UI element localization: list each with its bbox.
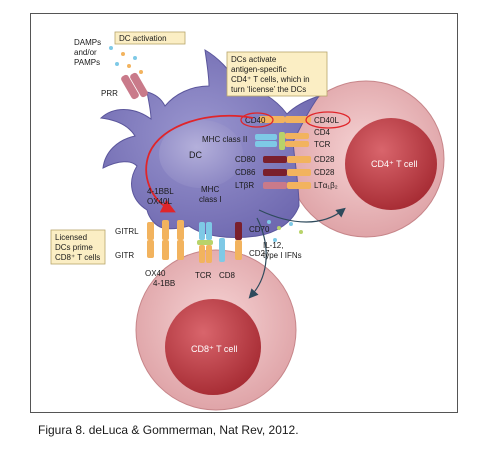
- figure-frame: DC DC activation DAMPs and/or PAMPs: [30, 13, 458, 413]
- cd4-t-cell-nucleus: [345, 118, 437, 210]
- pamps-label: PAMPs: [74, 58, 100, 67]
- label-cd8: CD8: [219, 271, 236, 280]
- label-cd28-a: CD28: [314, 155, 335, 164]
- cd8-t-cell-label: CD8⁺ T cell: [191, 344, 237, 354]
- label-cd70: CD70: [249, 225, 270, 234]
- label-cd80: CD80: [235, 155, 256, 164]
- dc-nucleus: [159, 120, 243, 188]
- label-ox40l: OX40L: [147, 197, 172, 206]
- cd8-t-cell-nucleus: [165, 299, 261, 395]
- cd4-callout-line-3: CD4⁺ T cells, which in: [231, 75, 310, 84]
- damp-dots: [109, 46, 143, 74]
- dc-activation-label: DC activation: [119, 34, 167, 43]
- licensed-dc-callout: [50, 229, 106, 265]
- cd4-callout-line-4: turn ‘license’ the DCs: [231, 85, 306, 94]
- label-gitrl: GITRL: [115, 227, 139, 236]
- cytokine-dots: [267, 220, 303, 242]
- label-cd40: CD40: [245, 116, 266, 125]
- cytokine-arrow-to-cd4: [258, 207, 346, 223]
- dendritic-cell: DC: [99, 49, 321, 239]
- label-cd4: CD4: [314, 128, 331, 137]
- cd40l-highlight: [305, 111, 351, 129]
- immune-synapse-diagram: DC DC activation DAMPs and/or PAMPs: [50, 31, 445, 411]
- label-ox40: OX40: [145, 269, 166, 278]
- licensing-arrow: [145, 114, 254, 213]
- licensed-line-3: CD8⁺ T cells: [55, 253, 100, 262]
- dc-cd8-synapse: [147, 220, 242, 263]
- licensed-line-1: Licensed: [55, 233, 87, 242]
- label-ltbr: LTβR: [235, 181, 254, 190]
- label-tcr-cd8: TCR: [195, 271, 212, 280]
- label-mhc: MHC: [201, 185, 219, 194]
- dc-activation-box: [114, 31, 186, 45]
- cytokine-label-2: type I IFNs: [263, 251, 302, 260]
- cd4-license-callout: [226, 51, 328, 97]
- label-cd28-b: CD28: [314, 168, 335, 177]
- prr-receptor: [121, 72, 148, 100]
- damps-and-or-label: and/or: [74, 48, 97, 57]
- label-cd27: CD27: [249, 249, 270, 258]
- label-cd86: CD86: [235, 168, 256, 177]
- label-mhc-class-ii: MHC class II: [202, 135, 247, 144]
- cytokine-label-1: IL-12,: [263, 241, 283, 250]
- cd40-highlight: [240, 112, 274, 128]
- dc-label: DC: [189, 150, 202, 160]
- label-tcr-cd4: TCR: [314, 140, 331, 149]
- label-lta1b2: LTα₁β₂: [314, 181, 338, 190]
- label-class-i: class I: [199, 195, 222, 204]
- label-4-1bb: 4-1BB: [153, 279, 175, 288]
- cytokine-arrow-to-cd8: [248, 217, 267, 299]
- figure-caption: Figura 8. deLuca & Gommerman, Nat Rev, 2…: [38, 423, 299, 437]
- dc-cd4-synapse: [255, 116, 311, 189]
- cd4-t-cell-label: CD4⁺ T cell: [371, 159, 417, 169]
- cd4-callout-line-1: DCs activate: [231, 55, 277, 64]
- label-gitr: GITR: [115, 251, 134, 260]
- damps-label: DAMPs: [74, 38, 101, 47]
- prr-label: PRR: [101, 89, 118, 98]
- label-cd40l: CD40L: [314, 116, 339, 125]
- cd4-t-cell: [287, 80, 445, 238]
- licensed-line-2: DCs prime: [55, 243, 93, 252]
- cd4-callout-line-2: antigen-specific: [231, 65, 287, 74]
- label-4-1bbl: 4-1BBL: [147, 187, 174, 196]
